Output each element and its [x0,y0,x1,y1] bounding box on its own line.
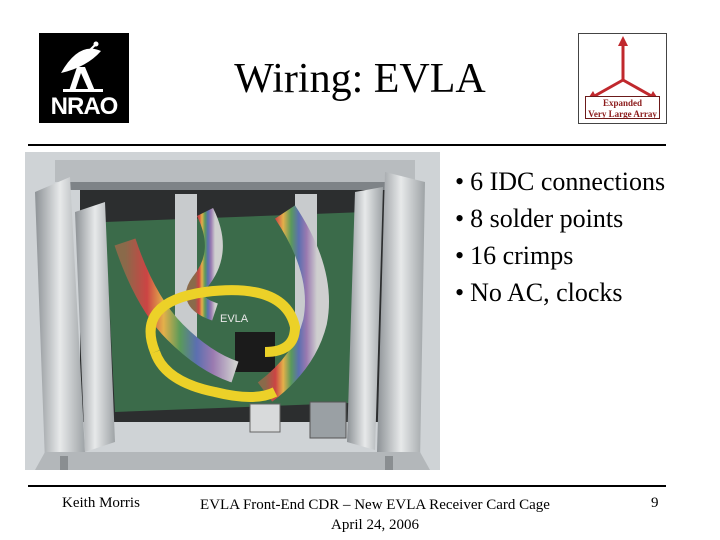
footer-event: EVLA Front-End CDR – New EVLA Receiver C… [190,495,560,535]
bullet-glyph: • [455,278,465,307]
card-cage-illustration: EVLA [25,152,440,470]
header-divider [28,144,666,146]
footer-author: Keith Morris [62,495,140,511]
nrao-logo-text: NRAO [50,93,119,120]
bullet-list: •6 IDC connections •8 solder points •16 … [455,163,665,311]
card-cage-photo: EVLA [25,152,440,470]
evla-logo-label: Expanded Very Large Array [585,96,660,119]
bullet-text: 8 solder points [470,204,624,233]
footer-event-title: EVLA Front-End CDR – New EVLA Receiver C… [200,497,550,513]
footer-event-date: April 24, 2006 [331,517,419,533]
bullet-item: •No AC, clocks [455,274,665,311]
slide-title: Wiring: EVLA [234,56,486,102]
evla-logo: Expanded Very Large Array [578,33,667,124]
bullet-item: •6 IDC connections [455,163,665,200]
nrao-logo: NRAO [39,33,129,123]
bullet-text: 6 IDC connections [470,167,666,196]
bullet-text: No AC, clocks [470,278,623,307]
evla-logo-line1: Expanded [602,98,643,108]
radio-telescope-icon [61,41,103,92]
footer-page-number: 9 [651,495,659,511]
bullet-glyph: • [455,204,465,233]
bullet-item: •16 crimps [455,237,665,274]
bullet-glyph: • [455,241,465,270]
bullet-glyph: • [455,167,465,196]
footer-divider [28,485,666,487]
bullet-text: 16 crimps [470,241,574,270]
bullet-item: •8 solder points [455,200,665,237]
evla-logo-line2: Very Large Array [588,109,657,119]
board-label: EVLA [220,313,249,325]
